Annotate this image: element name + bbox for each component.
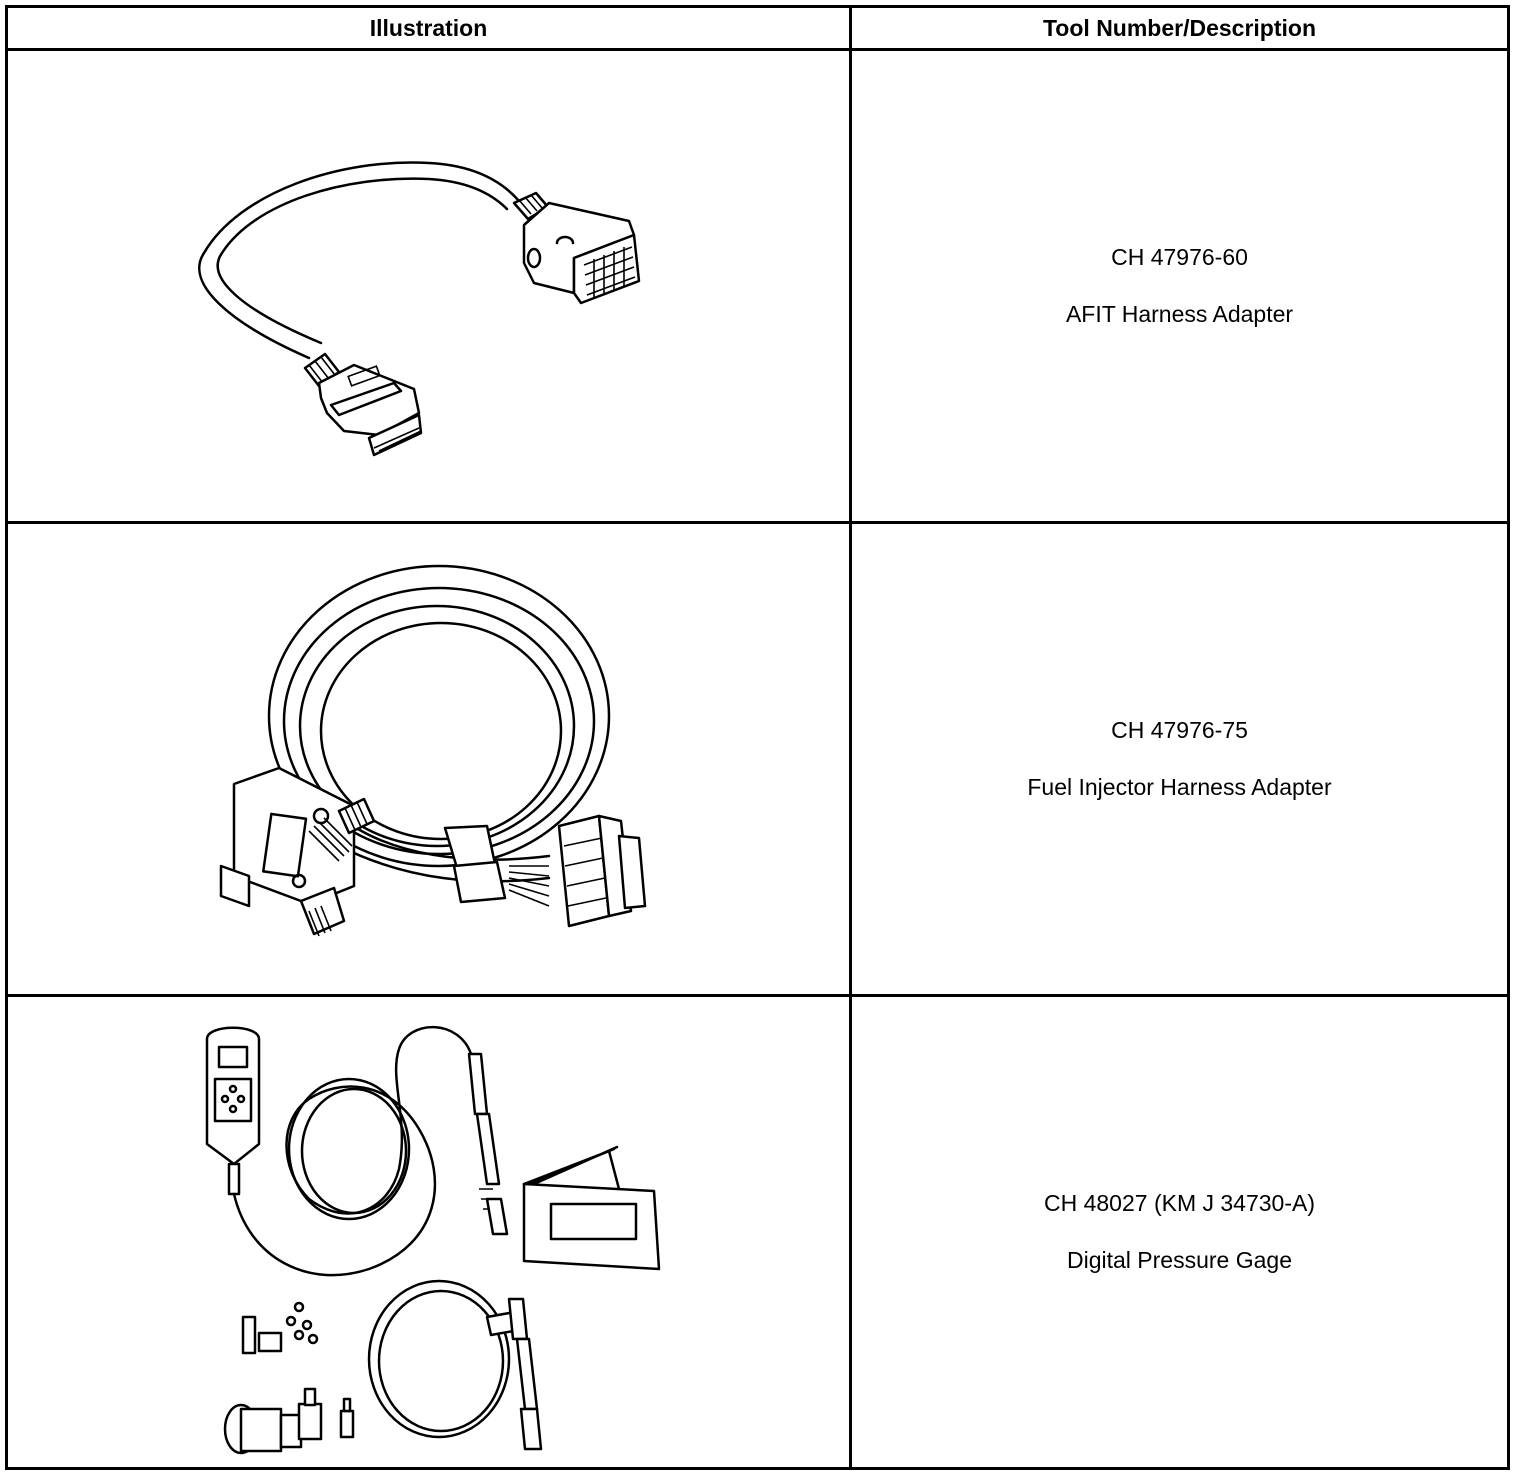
special-tools-table: Illustration Tool Number/Description [5,5,1510,1470]
harness-adapter-illustration [197,161,640,457]
tool-number: CH 48027 (KM J 34730-A) [1043,1190,1315,1216]
table-row: CH 47976-60 AFIT Harness Adapter [5,48,1510,524]
tool-number: CH 47976-75 [1111,717,1248,743]
illustration-cell [5,994,852,1470]
table-row: CH 48027 (KM J 34730-A) Digital Pressure… [5,994,1510,1470]
pressure-gage-kit-illustration [205,1025,660,1455]
fuel-injector-harness-illustration [219,564,646,937]
tool-number: CH 47976-60 [1111,244,1248,270]
header-tool-number-description: Tool Number/Description [849,5,1510,51]
illustration-cell [5,521,852,997]
table-row: CH 47976-75 Fuel Injector Harness Adapte… [5,521,1510,997]
tool-description: Fuel Injector Harness Adapter [1027,774,1332,800]
tool-description: AFIT Harness Adapter [1065,301,1294,327]
table-header-row: Illustration Tool Number/Description [5,5,1510,51]
illustration-cell [5,48,852,524]
tool-description-cell: CH 47976-60 AFIT Harness Adapter [849,48,1510,524]
tool-description-cell: CH 48027 (KM J 34730-A) Digital Pressure… [849,994,1510,1470]
header-illustration: Illustration [5,5,852,51]
tool-description: Digital Pressure Gage [1067,1247,1292,1273]
tool-description-cell: CH 47976-75 Fuel Injector Harness Adapte… [849,521,1510,997]
